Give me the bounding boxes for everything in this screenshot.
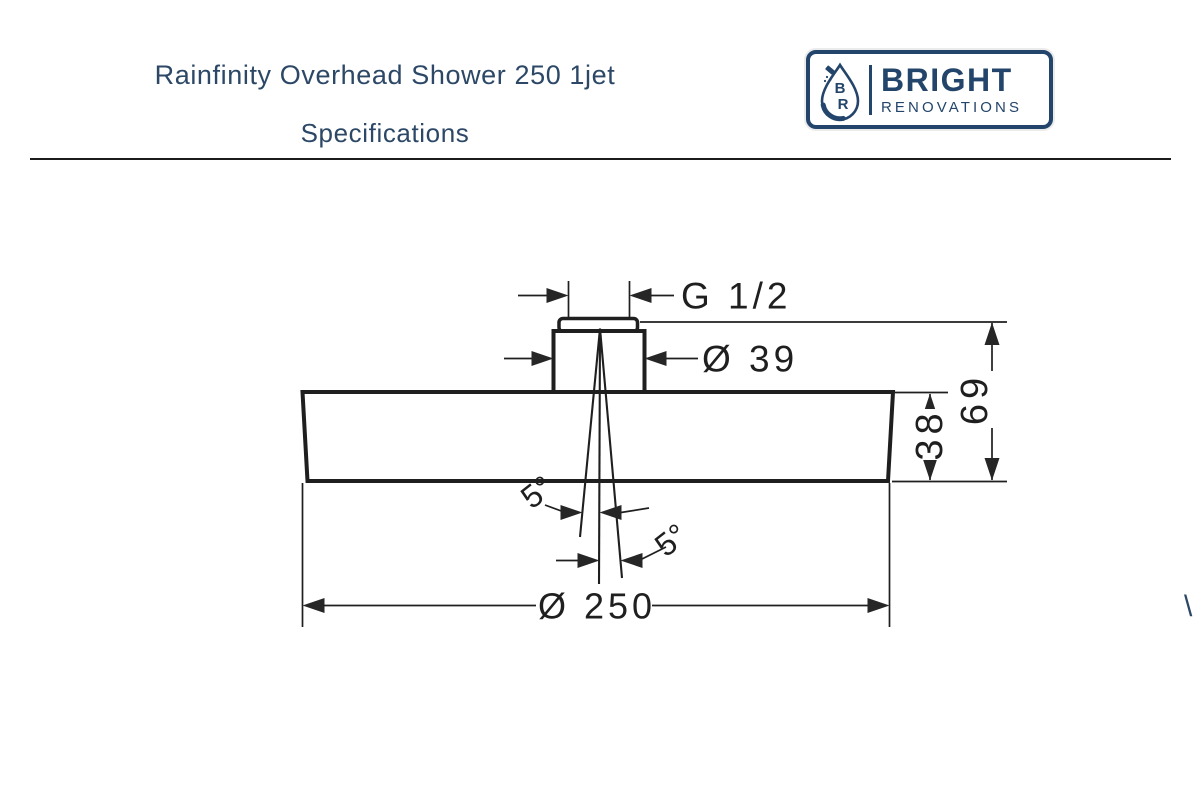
hub-diameter-label: Ø 39 [702, 339, 798, 380]
page-title: Rainfinity Overhead Shower 250 1jet [154, 60, 616, 90]
shower-disc-outline [300, 390, 896, 483]
stray-mark: \ [1184, 590, 1193, 623]
monogram-b: B [835, 80, 846, 97]
disc-diameter-label: Ø 250 [538, 586, 656, 627]
spray-lines [578, 328, 624, 585]
water-drop-shower-icon: B R [820, 62, 860, 121]
spray-angle-right-label: 5° [648, 516, 694, 563]
dimension-spray-angle-left [544, 504, 650, 520]
dimension-disc-thickness [911, 393, 949, 481]
brand-subtitle: RENOVATIONS [881, 99, 1023, 116]
logo-wordmark: BRIGHT RENOVATIONS [881, 64, 1022, 115]
disc-thickness-label: 38 [909, 408, 951, 460]
extension-lines [301, 281, 1007, 627]
header-titles: Rainfinity Overhead Shower 250 1jet Spec… [85, 60, 685, 149]
dimension-spray-angle-right [556, 546, 667, 568]
dimension-thread [518, 288, 674, 303]
monogram-r: R [838, 96, 849, 113]
brand-name: BRIGHT [881, 62, 1013, 98]
overall-height-label: 69 [954, 373, 996, 425]
header-rule [30, 158, 1171, 160]
logo-divider [869, 64, 872, 115]
page-subtitle: Specifications [300, 118, 470, 148]
dimension-overall-height [955, 322, 1000, 481]
shower-head-glyph [823, 65, 835, 82]
thread-size-label: G 1/2 [681, 276, 792, 317]
dimension-hub-diameter [504, 351, 698, 366]
brand-logo: B R BRIGHT RENOVATIONS [806, 50, 1053, 129]
dimension-disc-diameter [302, 598, 890, 613]
